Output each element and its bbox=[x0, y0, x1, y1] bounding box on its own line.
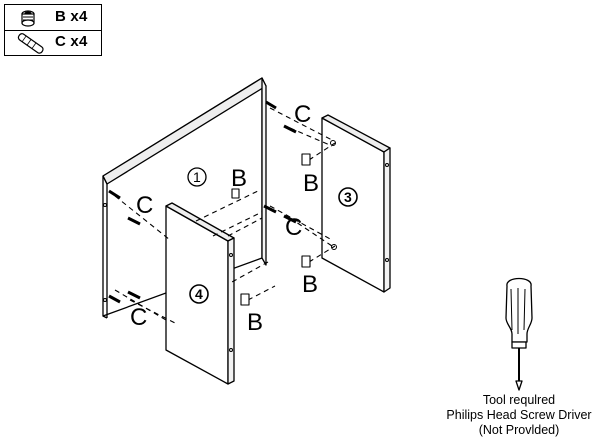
tool-caption-line3: (Not Provlded) bbox=[478, 423, 560, 437]
panel-number-circle bbox=[189, 284, 209, 304]
parts-row-b: B x4 bbox=[5, 5, 101, 31]
callout-c-top: C bbox=[294, 101, 311, 128]
parts-label-c: C x4 bbox=[55, 33, 88, 50]
hardware-parts-table: B x4 C x4 bbox=[4, 4, 102, 56]
panel-number-right: 3 bbox=[344, 189, 352, 205]
tool-caption-line1: Tool requlred bbox=[482, 393, 556, 407]
panel-number-front: 4 bbox=[195, 286, 203, 302]
front-panel bbox=[165, 202, 235, 385]
screwdriver-icon bbox=[505, 277, 533, 391]
right-panel bbox=[321, 114, 391, 293]
callout-b-right-top: B bbox=[303, 170, 319, 197]
wooden-dowel-icon bbox=[17, 33, 44, 54]
callout-b-right-bottom: B bbox=[302, 271, 318, 298]
tool-caption: Tool requlred Philips Head Screw Driver … bbox=[428, 393, 608, 438]
panel-holes bbox=[103, 140, 389, 352]
parts-label-b: B x4 bbox=[55, 8, 88, 25]
screw-bolt-icon bbox=[21, 10, 35, 27]
callout-b-front: B bbox=[247, 309, 263, 336]
dowel-icon bbox=[108, 100, 297, 304]
callout-c-left-bottom: C bbox=[130, 304, 147, 331]
bolt-icon bbox=[231, 153, 311, 306]
panel-number-back: 1 bbox=[193, 169, 201, 185]
parts-row-c: C x4 bbox=[5, 30, 101, 55]
callout-c-middle: C bbox=[285, 214, 302, 241]
assembly-guide-lines bbox=[114, 107, 336, 324]
callout-c-left-top: C bbox=[136, 192, 153, 219]
panel-number-circle bbox=[338, 187, 358, 207]
panel-number-circle bbox=[187, 167, 207, 187]
tool-caption-line2: Philips Head Screw Driver bbox=[446, 408, 592, 422]
callout-b-center: B bbox=[231, 165, 247, 192]
